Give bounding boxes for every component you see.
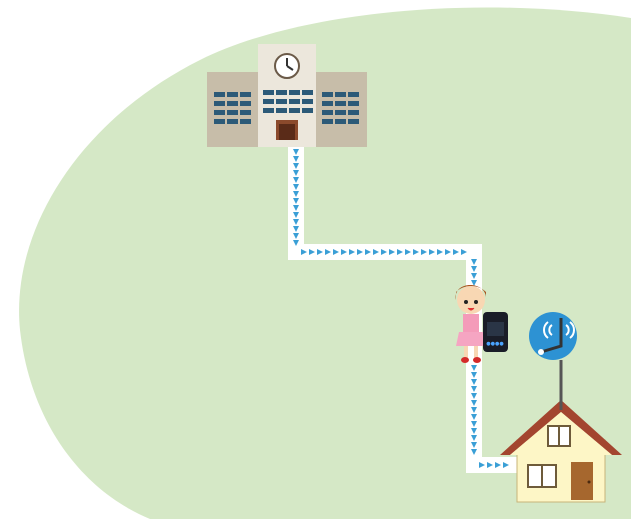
school-window — [214, 92, 225, 97]
school-window — [302, 99, 313, 104]
school-window — [348, 119, 359, 124]
school-window — [214, 119, 225, 124]
school-window — [322, 119, 333, 124]
school-window — [322, 110, 333, 115]
school-window — [263, 90, 274, 95]
school-window — [240, 92, 251, 97]
school-window — [276, 108, 287, 113]
school-window — [214, 101, 225, 106]
school-window — [302, 108, 313, 113]
school-window — [335, 110, 346, 115]
school-window — [289, 90, 300, 95]
school-window — [335, 101, 346, 106]
school-window — [276, 99, 287, 104]
school-window — [322, 92, 333, 97]
device-indicator: ●●●● — [486, 341, 504, 347]
school-window — [348, 101, 359, 106]
school-window — [348, 92, 359, 97]
school-window — [227, 119, 238, 124]
school-window — [240, 101, 251, 106]
school-window — [348, 110, 359, 115]
school-window — [276, 90, 287, 95]
school-window — [263, 99, 274, 104]
school-window — [227, 101, 238, 106]
school-window — [289, 108, 300, 113]
antenna-base-station — [529, 312, 577, 360]
school-window — [227, 92, 238, 97]
school-window — [289, 99, 300, 104]
school-window — [335, 92, 346, 97]
school-window — [302, 90, 313, 95]
school-window — [335, 119, 346, 124]
school-window — [214, 110, 225, 115]
school-window — [240, 110, 251, 115]
school-window — [227, 110, 238, 115]
school-window — [263, 108, 274, 113]
school-window — [322, 101, 333, 106]
school-window — [240, 119, 251, 124]
